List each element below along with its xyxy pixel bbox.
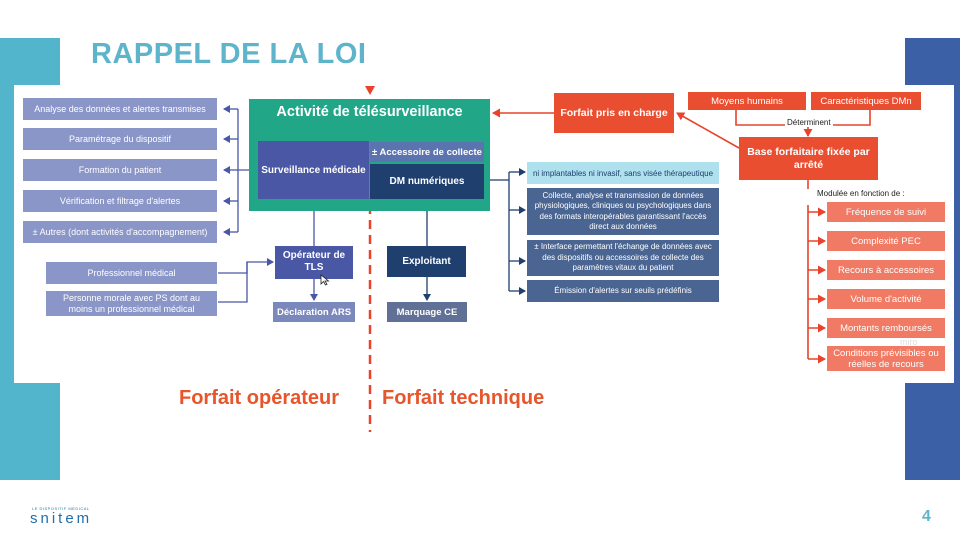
logo-tagline: LE DISPOSITIF MÉDICAL xyxy=(32,506,90,511)
dm-non-invasive-note: ni implantables ni invasif, sans visée t… xyxy=(527,162,719,184)
telesurveillance-activity-title: Activité de télésurveillance xyxy=(276,104,463,120)
activity-item-verification: Vérification et filtrage d'alertes xyxy=(23,190,217,212)
activity-item-analyse: Analyse des données et alertes transmise… xyxy=(23,98,217,120)
tls-operator-box: Opérateur de TLS xyxy=(275,246,353,279)
activity-item-autres: ± Autres (dont activités d'accompagnemen… xyxy=(23,221,217,243)
snitem-logo: snitem xyxy=(30,510,93,527)
dm-interface-box: ± Interface permettant l'échange de donn… xyxy=(527,240,719,276)
exploitant-box: Exploitant xyxy=(387,246,466,277)
collection-accessory-box: ± Accessoire de collecte xyxy=(370,142,484,162)
modulator-complexity: Complexité PEC xyxy=(827,231,945,251)
miro-watermark: miro xyxy=(900,337,918,347)
dmn-characteristics-box: Caractéristiques DMn xyxy=(811,92,921,110)
modulated-label: Modulée en fonction de : xyxy=(817,189,905,198)
modulator-conditions: Conditions prévisibles ou réelles de rec… xyxy=(827,346,945,371)
medical-surveillance-box: Surveillance médicale xyxy=(258,141,369,199)
activity-item-parametrage: Paramétrage du dispositif xyxy=(23,128,217,150)
modulator-frequency: Fréquence de suivi xyxy=(827,202,945,222)
modulator-accessories: Recours à accessoires xyxy=(827,260,945,280)
mouse-cursor-icon xyxy=(320,274,330,286)
modulator-reimbursed: Montants remboursés xyxy=(827,318,945,338)
ce-marking-box: Marquage CE xyxy=(387,302,467,322)
page-title: RAPPEL DE LA LOI xyxy=(91,38,367,70)
dm-collect-analysis-box: Collecte, analyse et transmission de don… xyxy=(527,188,719,235)
dm-alert-emission-box: Émission d'alertes sur seuils prédéfinis xyxy=(527,280,719,302)
human-resources-box: Moyens humains xyxy=(688,92,806,110)
modulator-volume: Volume d'activité xyxy=(827,289,945,309)
determinent-label: Déterminent xyxy=(785,118,833,127)
legal-entity-box: Personne morale avec PS dont au moins un… xyxy=(46,291,217,316)
activity-item-formation: Formation du patient xyxy=(23,159,217,181)
technical-forfait-label: Forfait technique xyxy=(382,387,545,409)
operator-forfait-label: Forfait opérateur xyxy=(179,387,340,409)
flat-rate-base-box: Base forfaitaire fixée par arrêté xyxy=(739,137,878,180)
ars-declaration-box: Déclaration ARS xyxy=(273,302,355,322)
professional-medical-box: Professionnel médical xyxy=(46,262,217,284)
digital-device-box: DM numériques xyxy=(370,164,484,199)
page-number: 4 xyxy=(922,508,931,525)
covered-forfait-box: Forfait pris en charge xyxy=(554,93,674,133)
